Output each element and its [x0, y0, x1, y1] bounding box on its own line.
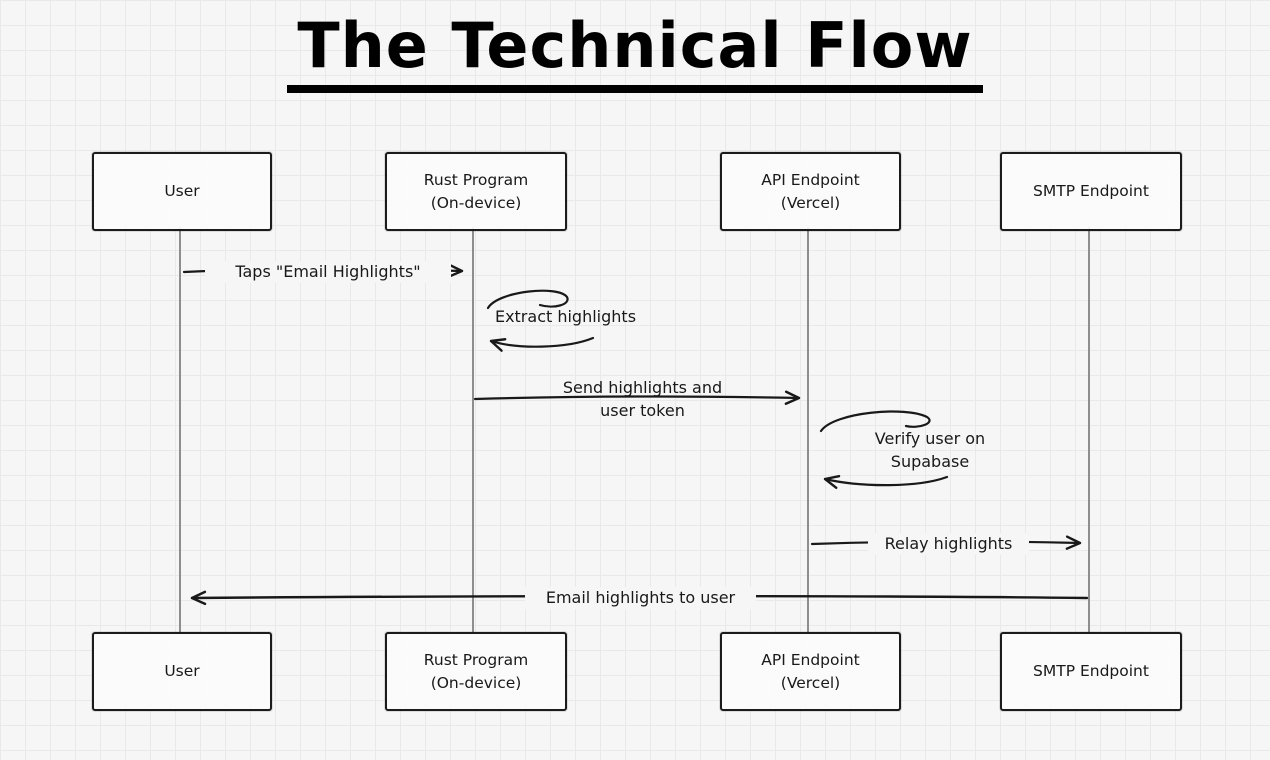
- actor-box-api-endpoint-bottom: API Endpoint (Vercel): [720, 632, 901, 711]
- self-loop-extract-highlights-top: [486, 289, 569, 310]
- actor-label-smtp-endpoint: SMTP Endpoint: [1033, 182, 1149, 201]
- actor-box-smtp-endpoint-top: SMTP Endpoint: [1000, 152, 1182, 231]
- message-label-email-highlights-to-user: Email highlights to user: [525, 587, 756, 609]
- title-wrap: The Technical Flow: [0, 10, 1270, 94]
- actor-label-user: User: [164, 182, 200, 201]
- message-label-taps-email-highlights: Taps "Email Highlights": [205, 261, 451, 283]
- actor-box-api-endpoint-top: API Endpoint (Vercel): [720, 152, 901, 231]
- actor-sublabel-rust-program: (On-device): [430, 673, 522, 692]
- actor-label-api-endpoint: API Endpoint: [761, 171, 860, 190]
- self-loop-verify-user-top: [819, 410, 931, 433]
- message-label-line1: Verify user on: [874, 429, 986, 448]
- actor-sublabel-rust-program: (On-device): [430, 193, 522, 212]
- message-label-line2: Supabase: [890, 452, 970, 471]
- actor-box-rust-program-bottom: Rust Program (On-device): [385, 632, 567, 711]
- page-title: The Technical Flow: [287, 10, 983, 94]
- actor-box-user-bottom: User: [92, 632, 272, 711]
- actor-label-rust-program: Rust Program: [423, 171, 529, 190]
- arrow-send-highlights-user-token: [473, 390, 801, 405]
- self-loop-verify-user-arrow: [823, 474, 949, 490]
- message-label-extract-highlights: Extract highlights: [494, 307, 637, 326]
- message-label-verify-user: Verify user on Supabase: [852, 427, 1008, 473]
- message-label-send-highlights: Send highlights and user token: [545, 376, 740, 422]
- actor-label-user: User: [164, 662, 200, 681]
- actor-label-smtp-endpoint: SMTP Endpoint: [1033, 662, 1149, 681]
- actor-box-rust-program-top: Rust Program (On-device): [385, 152, 567, 231]
- actor-sublabel-api-endpoint: (Vercel): [780, 673, 841, 692]
- message-label-relay-highlights: Relay highlights: [868, 533, 1029, 555]
- actor-box-user-top: User: [92, 152, 272, 231]
- self-loop-extract-highlights-arrow: [489, 336, 595, 352]
- message-label-line2: user token: [600, 401, 685, 420]
- actor-box-smtp-endpoint-bottom: SMTP Endpoint: [1000, 632, 1182, 711]
- actor-label-rust-program: Rust Program: [423, 651, 529, 670]
- actor-sublabel-api-endpoint: (Vercel): [780, 193, 841, 212]
- actor-label-api-endpoint: API Endpoint: [761, 651, 860, 670]
- message-label-line1: Send highlights and: [562, 378, 723, 397]
